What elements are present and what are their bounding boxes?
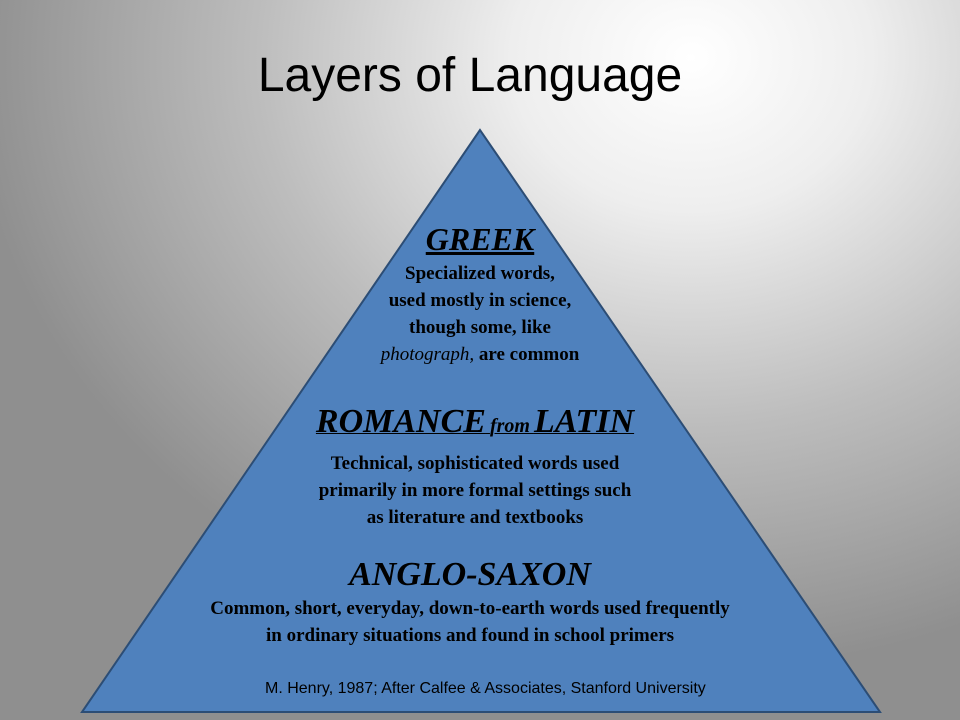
anglo-saxon-layer: ANGLO-SAXON Common, short, everyday, dow… <box>110 555 830 649</box>
greek-heading: GREEK <box>425 221 535 257</box>
romance-heading-part1: ROMANCE <box>315 403 486 440</box>
greek-line-3: though some, like <box>409 317 551 338</box>
romance-line-2: primarily in more formal settings such <box>318 480 632 501</box>
greek-line-2: used mostly in science, <box>388 290 572 311</box>
greek-line-4: photograph, are common <box>330 341 630 368</box>
citation: M. Henry, 1987; After Calfee & Associate… <box>265 680 706 697</box>
slide-title: Layers of Language <box>257 49 683 102</box>
romance-heading: ROMANCE from LATIN <box>230 400 720 450</box>
anglo-saxon-heading: ANGLO-SAXON <box>349 556 591 593</box>
romance-line-1: Technical, sophisticated words used <box>330 453 620 474</box>
romance-layer: ROMANCE from LATIN Technical, sophistica… <box>230 400 720 531</box>
greek-line-4-rest: are common <box>478 344 580 365</box>
romance-heading-from: from <box>489 415 530 437</box>
greek-example-word: photograph, <box>380 344 475 365</box>
anglo-saxon-line-2: in ordinary situations and found in scho… <box>265 625 675 646</box>
romance-heading-part2: LATIN <box>533 403 635 440</box>
anglo-saxon-line-1: Common, short, everyday, down-to-earth w… <box>210 598 730 619</box>
greek-layer: GREEK Specialized words, used mostly in … <box>330 220 630 368</box>
romance-line-3: as literature and textbooks <box>366 507 584 528</box>
greek-line-1: Specialized words, <box>405 263 555 284</box>
